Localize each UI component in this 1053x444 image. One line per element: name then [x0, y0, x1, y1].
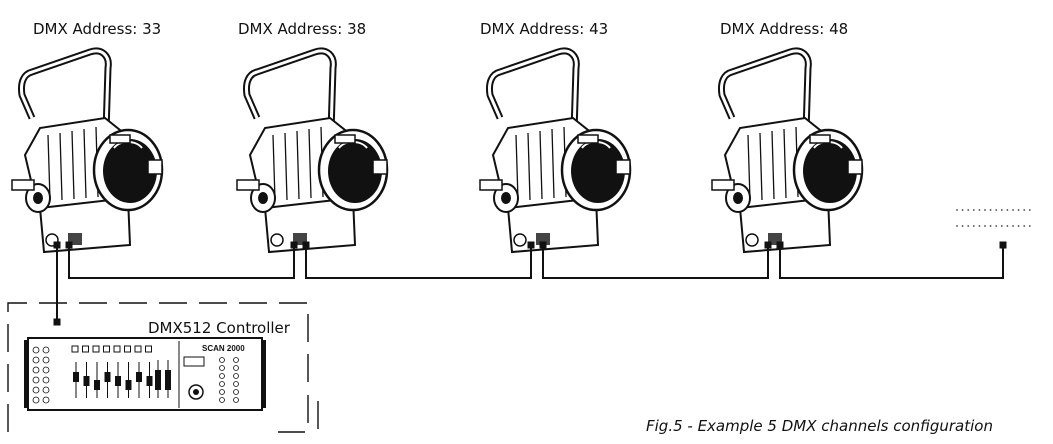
dmx-cable-2: [68, 245, 295, 279]
controller-dashed-enclosure: [7, 302, 309, 433]
dmx-port-3: [290, 241, 298, 249]
controller-label: DMX512 Controller: [148, 319, 290, 337]
dmx-port-4: [302, 241, 310, 249]
fixture-2: [237, 51, 387, 252]
fixture-3: [480, 51, 630, 252]
dmx-port-5: [527, 241, 535, 249]
dmx-cable-4: [542, 245, 769, 279]
dmx-port-8: [776, 241, 784, 249]
dmx-port-1: [53, 241, 61, 249]
continuation-dots-1: [956, 209, 1031, 211]
fixture-4-address-label: DMX Address: 48: [720, 20, 849, 38]
fixture-1: [12, 51, 162, 252]
dmx-port-10: [53, 318, 61, 326]
fixture-3-address-label: DMX Address: 43: [480, 20, 609, 38]
dmx-port-7: [764, 241, 772, 249]
controller-brand-text: SCAN 2000: [202, 344, 245, 353]
dmx-cable-3: [305, 245, 532, 279]
fixture-2-address-label: DMX Address: 38: [238, 20, 367, 38]
fixture-1-address-label: DMX Address: 33: [33, 20, 162, 38]
dmx-port-2: [65, 241, 73, 249]
dmx-port-9: [999, 241, 1007, 249]
dmx-controller: SCAN 2000: [24, 337, 266, 411]
figure-caption: Fig.5 - Example 5 DMX channels configura…: [646, 417, 993, 435]
fixture-4: [712, 51, 862, 252]
dmx-cable-5: [779, 245, 1004, 279]
dmx-port-6: [539, 241, 547, 249]
continuation-dots-2: [956, 225, 1031, 227]
